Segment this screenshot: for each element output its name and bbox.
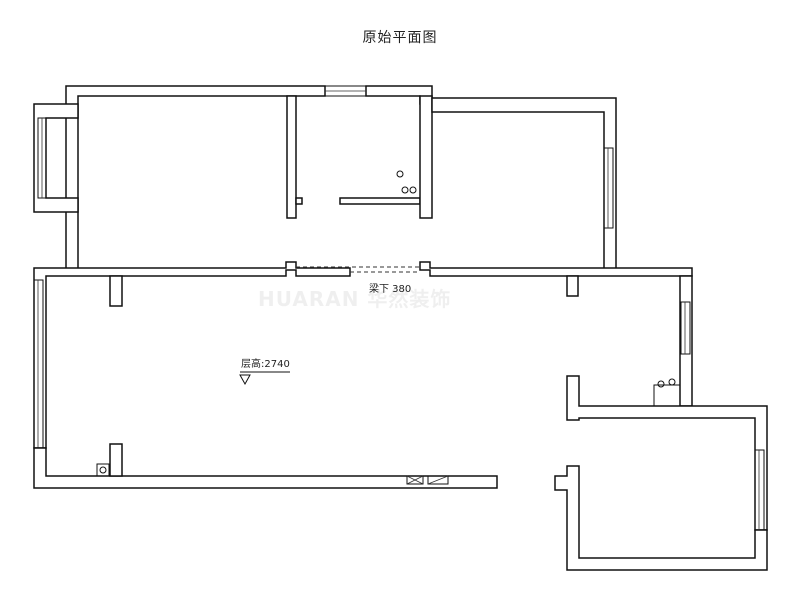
sink-fixture	[396, 170, 404, 178]
floor-drain-icon	[96, 463, 110, 477]
stove-burner	[401, 186, 409, 194]
upper-left-room	[33, 85, 433, 271]
floor-height-marker: 层高:2740	[239, 357, 290, 386]
pillar	[109, 443, 123, 477]
beam-label: 梁下 380	[369, 282, 411, 295]
living-room	[33, 275, 693, 489]
partition-wall	[286, 95, 297, 219]
meter-box	[406, 475, 424, 485]
watermark: HUARAN 华然装饰	[258, 287, 451, 311]
upper-right-room	[431, 97, 617, 271]
stove-burner	[409, 186, 417, 194]
lower-right-room	[554, 375, 768, 571]
pillar	[109, 275, 123, 307]
plan-title: 原始平面图	[362, 30, 438, 46]
right-window	[603, 147, 614, 229]
counter-wall	[339, 197, 421, 205]
meter-box	[427, 475, 449, 485]
right-living-window	[680, 301, 691, 355]
pillar	[566, 275, 579, 297]
floor-height-label: 层高:2740	[241, 357, 290, 370]
elevation-triangle-icon	[239, 374, 251, 386]
water-heater	[653, 384, 681, 407]
lower-right-window	[754, 449, 765, 531]
